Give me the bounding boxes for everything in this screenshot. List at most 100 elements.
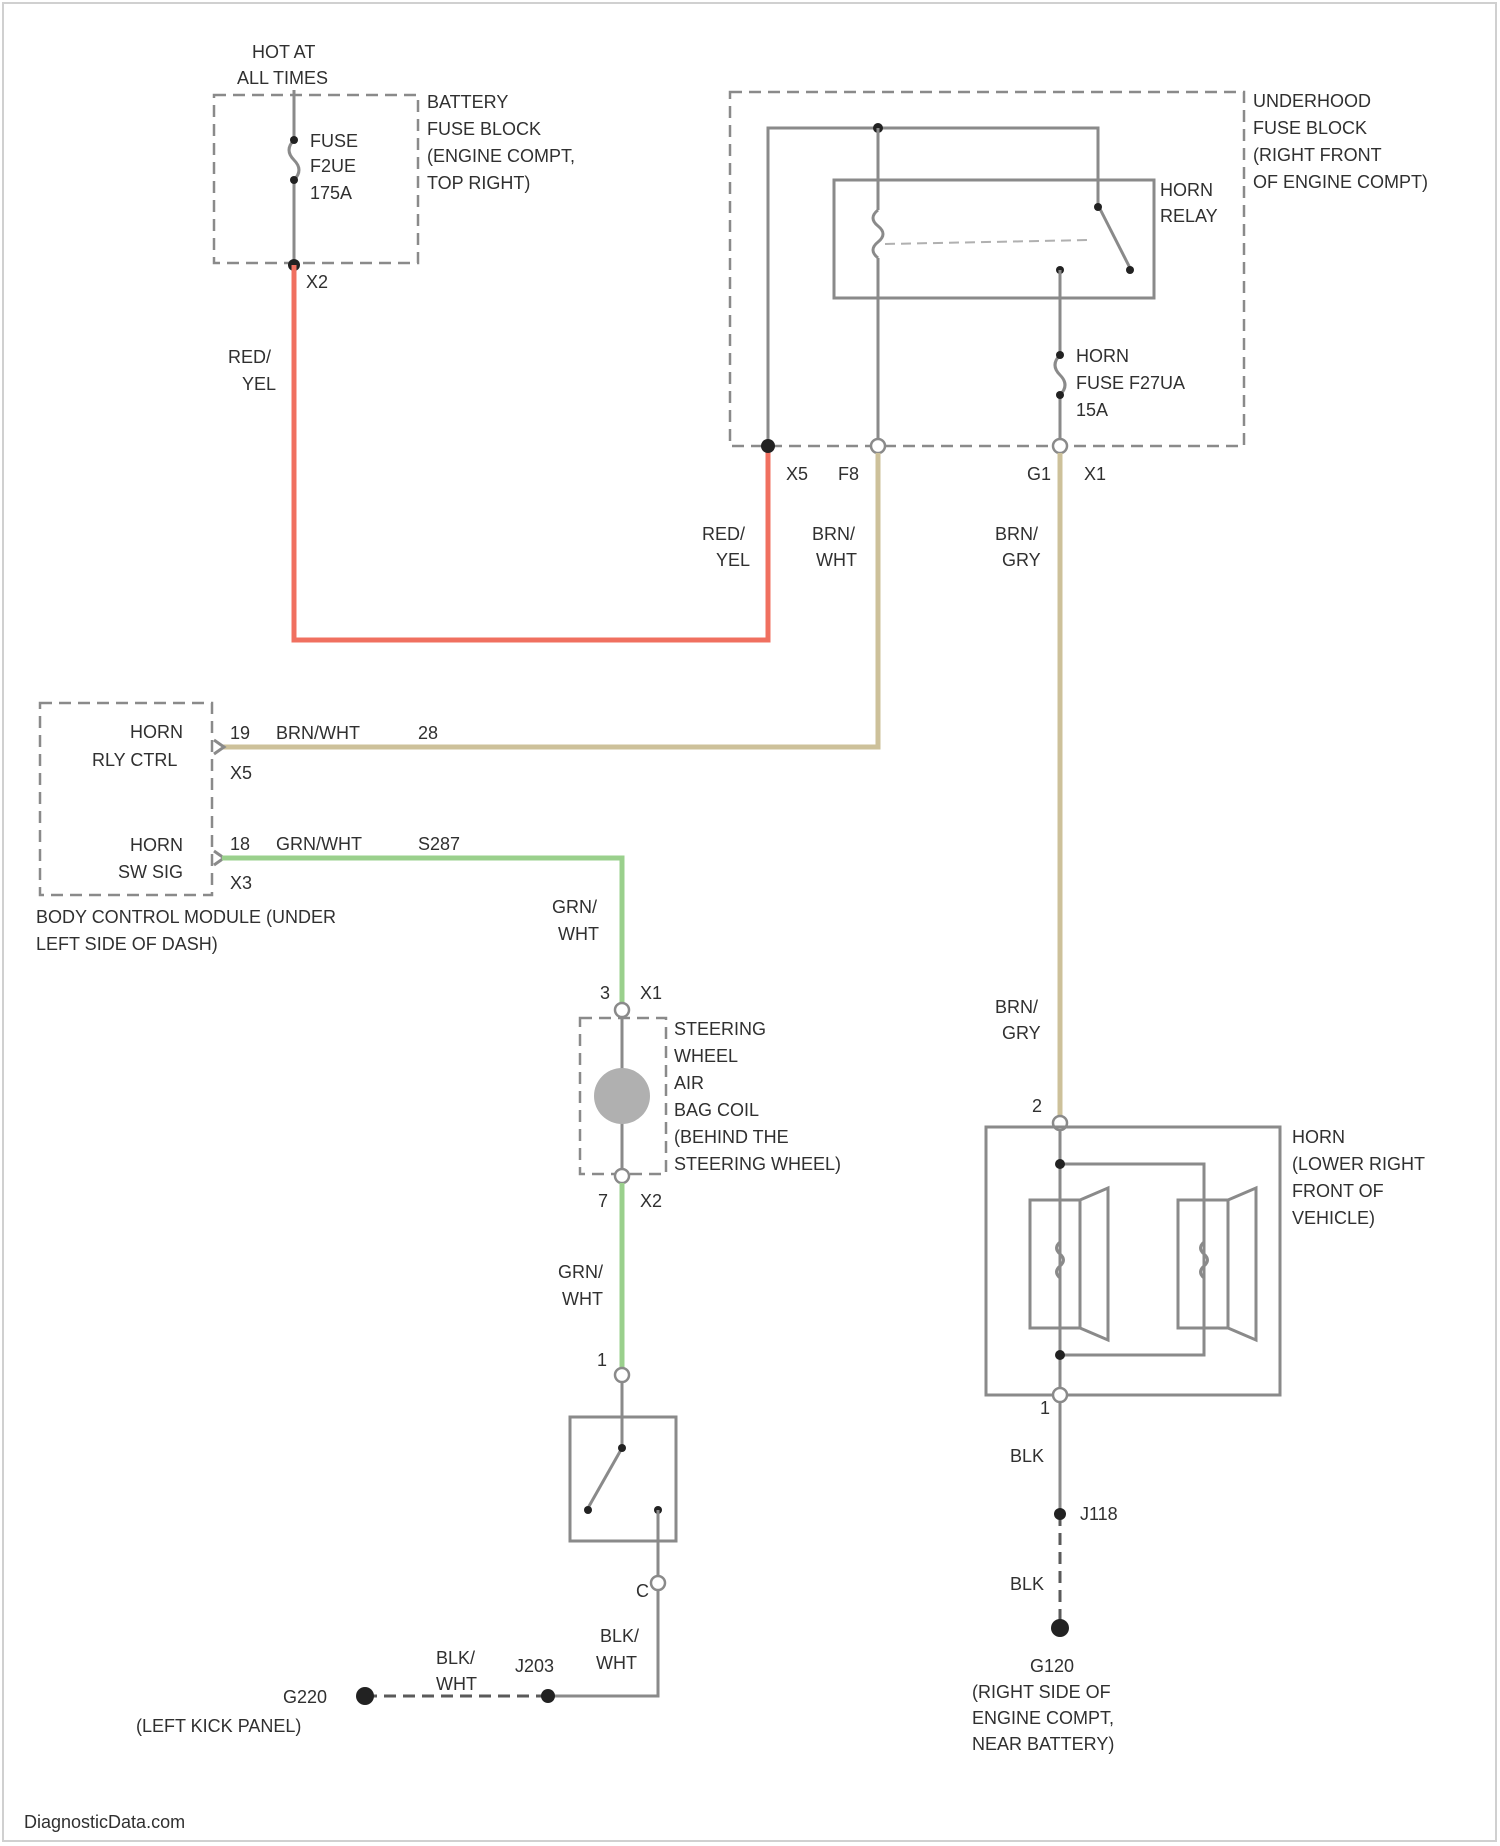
horn-bottom-pin: 1 [1040, 1398, 1050, 1418]
red-yel-label-right-1: RED/ [702, 524, 745, 544]
bcm-pin2-label-2: SW SIG [118, 862, 183, 882]
f8-connector [871, 439, 885, 453]
bcm-pin2-label-1: HORN [130, 835, 183, 855]
bcm-pin1-connector: X5 [230, 763, 252, 783]
coil-top-pin: 3 [600, 983, 610, 1003]
fuse-label-2: F2UE [310, 156, 356, 176]
brn-wht-label-1: BRN/ [812, 524, 855, 544]
horn-junction-top [1055, 1159, 1065, 1169]
switch-bottom-connector [651, 1576, 665, 1590]
battery-block-label-3: (ENGINE COMPT, [427, 146, 575, 166]
relay-armature-link [885, 240, 1090, 244]
horn-assembly: 2 HORN (LOWER RIGHT FRONT OF VEHICLE) 1 [986, 1096, 1425, 1418]
j118-splice-dot [1054, 1508, 1066, 1520]
bcm-pin2-circuit: S287 [418, 834, 460, 854]
clockspring-symbol [594, 1068, 650, 1124]
grn-wht-upper-label-2: WHT [558, 924, 599, 944]
g220-ground-dot [356, 1687, 374, 1705]
horn1-bell [1080, 1188, 1108, 1340]
horn2-bell [1228, 1188, 1256, 1340]
g1-connector [1053, 439, 1067, 453]
g120-location-3: NEAR BATTERY) [972, 1734, 1114, 1754]
blk-wht-left-label-2: WHT [436, 1674, 477, 1694]
grn-wht-lower-label-2: WHT [562, 1289, 603, 1309]
brn-gry-label-lower-1: BRN/ [995, 997, 1038, 1017]
relay-coil-symbol [873, 210, 883, 258]
fuse-terminal-top [290, 136, 298, 144]
horn-fuse-dot-bottom [1056, 391, 1064, 399]
underhood-fuse-block: UNDERHOOD FUSE BLOCK (RIGHT FRONT OF ENG… [730, 91, 1428, 484]
horn-fuse-symbol [1055, 355, 1065, 395]
horn-relay-label-2: RELAY [1160, 206, 1218, 226]
coil-bottom-conn: X2 [640, 1191, 662, 1211]
switch-top-connector [615, 1368, 629, 1382]
fuse-label-3: 175A [310, 183, 352, 203]
relay-contact-dot-1 [1094, 203, 1102, 211]
switch-dot-2 [584, 1506, 592, 1514]
hot-at-label-1: HOT AT [252, 42, 315, 62]
bcm-pin1-label-2: RLY CTRL [92, 750, 177, 770]
x5-terminal-dot [761, 439, 775, 453]
g120-ground-dot [1051, 1619, 1069, 1637]
bcm-pin2-connector: X3 [230, 873, 252, 893]
g120-label: G120 [1030, 1656, 1074, 1676]
brn-gry-label-top-1: BRN/ [995, 524, 1038, 544]
horn-relay-label-1: HORN [1160, 180, 1213, 200]
body-control-module: HORN RLY CTRL 19 BRN/WHT 28 X5 HORN SW S… [36, 703, 460, 954]
battery-fuse-block: HOT AT ALL TIMES FUSE F2UE 175A BATTERY … [214, 42, 575, 292]
battery-fuse-block-outline [214, 95, 418, 263]
brn-wht-wire [222, 453, 878, 747]
blk-lower-label: BLK [1010, 1574, 1044, 1594]
horn1-body [1030, 1200, 1080, 1328]
coil-label-6: STEERING WHEEL) [674, 1154, 841, 1174]
underhood-label-2: FUSE BLOCK [1253, 118, 1367, 138]
horn-parallel-branch [1060, 1164, 1204, 1355]
red-yel-label-left-2: YEL [242, 374, 276, 394]
battery-block-label-1: BATTERY [427, 92, 508, 112]
g120-location-1: (RIGHT SIDE OF [972, 1682, 1111, 1702]
fuse-terminal-bottom [290, 176, 298, 184]
horn-top-pin: 2 [1032, 1096, 1042, 1116]
j118-label: J118 [1080, 1504, 1118, 1524]
coil-label-2: WHEEL [674, 1046, 738, 1066]
horn-fuse-label-3: 15A [1076, 400, 1108, 420]
underhood-label-3: (RIGHT FRONT [1253, 145, 1382, 165]
switch-dot-1 [618, 1444, 626, 1452]
horn-junction-bottom [1055, 1350, 1065, 1360]
grn-wht-upper-label-1: GRN/ [552, 897, 597, 917]
bcm-label-2: LEFT SIDE OF DASH) [36, 934, 218, 954]
bcm-pin1-label-1: HORN [130, 722, 183, 742]
switch-bottom-pin: C [636, 1581, 649, 1601]
brn-gry-label-lower-2: GRY [1002, 1023, 1041, 1043]
horn-label-2: (LOWER RIGHT [1292, 1154, 1425, 1174]
relay-switch-contact [1098, 205, 1130, 268]
coil-label-4: BAG COIL [674, 1100, 759, 1120]
relay-contact-dot-2 [1126, 266, 1134, 274]
horn-label-4: VEHICLE) [1292, 1208, 1375, 1228]
bcm-pin2-wire-color: GRN/WHT [276, 834, 362, 854]
bcm-pin2-number: 18 [230, 834, 250, 854]
blk-wht-left-label-1: BLK/ [436, 1648, 475, 1668]
underhood-label-4: OF ENGINE COMPT) [1253, 172, 1428, 192]
bcm-pin1-number: 19 [230, 723, 250, 743]
red-yel-label-right-2: YEL [716, 550, 750, 570]
switch-top-pin: 1 [597, 1350, 607, 1370]
blk-wht-right-label-2: WHT [596, 1653, 637, 1673]
g220-location: (LEFT KICK PANEL) [136, 1716, 301, 1736]
bcm-pin1-arrow [214, 740, 224, 754]
horn-fuse-label-2: FUSE F27UA [1076, 373, 1185, 393]
bcm-pin1-circuit: 28 [418, 723, 438, 743]
horn-label-3: FRONT OF [1292, 1181, 1384, 1201]
switch-contact-arm [588, 1448, 622, 1508]
red-yel-label-left-1: RED/ [228, 347, 271, 367]
j203-splice-dot [541, 1689, 555, 1703]
grn-wht-lower-label-1: GRN/ [558, 1262, 603, 1282]
f8-terminal-label: F8 [838, 464, 859, 484]
brn-wht-label-2: WHT [816, 550, 857, 570]
hot-at-label-2: ALL TIMES [237, 68, 328, 88]
horn-fuse-label-1: HORN [1076, 346, 1129, 366]
fuse-f2ue-symbol [289, 140, 299, 180]
x5-terminal-label: X5 [786, 464, 808, 484]
coil-label-1: STEERING [674, 1019, 766, 1039]
